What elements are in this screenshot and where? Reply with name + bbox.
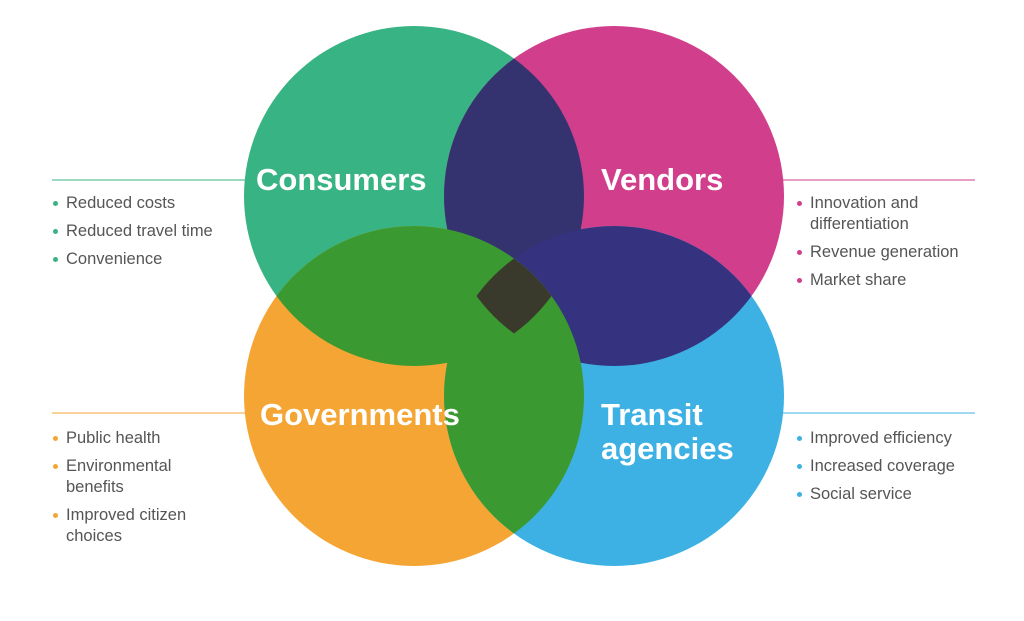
vendors-benefits-list: Innovation and differentiation Revenue g… <box>796 193 981 298</box>
list-item: Social service <box>796 484 986 505</box>
label-governments: Governments <box>260 397 460 432</box>
list-item: Reduced costs <box>52 193 247 214</box>
bullet-icon <box>53 257 58 262</box>
consumers-benefits-list: Reduced costs Reduced travel time Conven… <box>52 193 247 277</box>
list-item: Environmental benefits <box>52 456 232 498</box>
bullet-icon <box>53 436 58 441</box>
list-item: Public health <box>52 428 232 449</box>
list-item: Improved citizen choices <box>52 505 232 547</box>
list-item: Reduced travel time <box>52 221 247 242</box>
bullet-icon <box>53 229 58 234</box>
governments-benefits-list: Public health Environmental benefits Imp… <box>52 428 232 554</box>
bullet-icon <box>797 436 802 441</box>
list-item: Market share <box>796 270 981 291</box>
bullet-icon <box>797 492 802 497</box>
transit-benefits-list: Improved efficiency Increased coverage S… <box>796 428 986 512</box>
bullet-icon <box>53 464 58 469</box>
bullet-icon <box>53 201 58 206</box>
list-item: Convenience <box>52 249 247 270</box>
label-transit-agencies: Transit agencies <box>601 397 734 466</box>
bullet-icon <box>797 250 802 255</box>
bullet-icon <box>797 464 802 469</box>
label-consumers: Consumers <box>256 162 427 197</box>
bullet-icon <box>797 201 802 206</box>
list-item: Increased coverage <box>796 456 986 477</box>
bullet-icon <box>53 513 58 518</box>
bullet-icon <box>797 278 802 283</box>
label-vendors: Vendors <box>601 162 723 197</box>
list-item: Improved efficiency <box>796 428 986 449</box>
overlap-center <box>444 226 584 366</box>
list-item: Innovation and differentiation <box>796 193 981 235</box>
list-item: Revenue generation <box>796 242 981 263</box>
